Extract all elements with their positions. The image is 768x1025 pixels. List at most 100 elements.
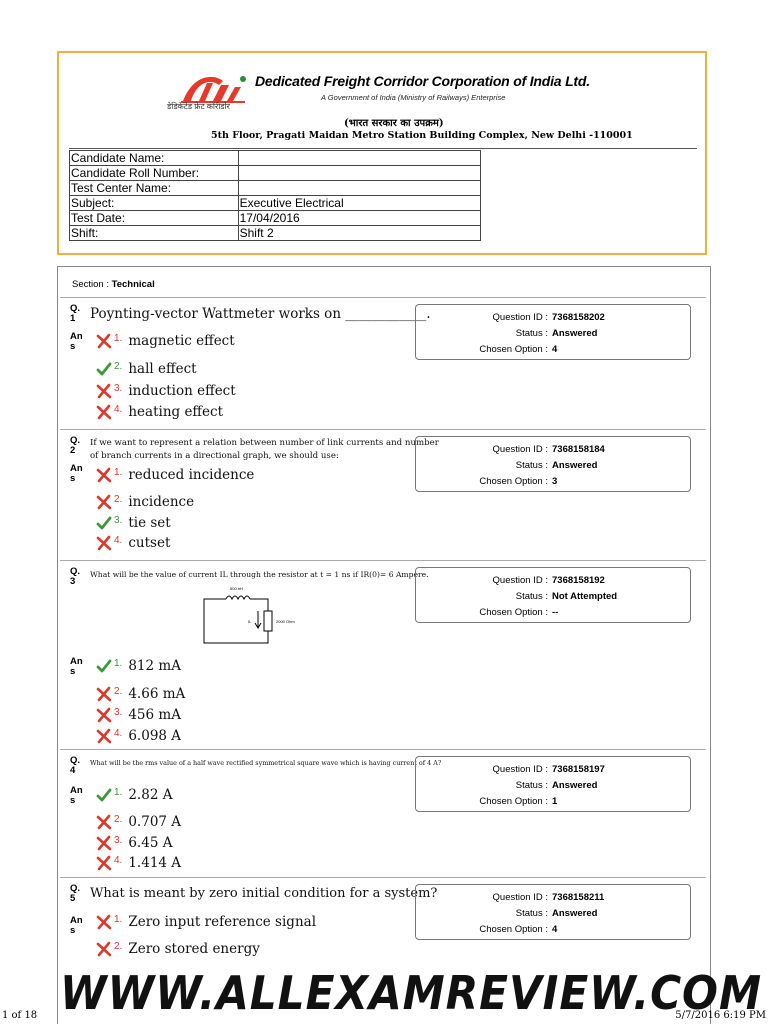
chosen-option-label: Chosen Option : xyxy=(479,344,548,355)
candidate-row: Test Date: 17/04/2016 xyxy=(69,210,482,226)
candidate-value: Shift 2 xyxy=(237,225,482,241)
status-value: Not Attempted xyxy=(552,591,618,602)
candidate-label: Test Date: xyxy=(69,210,239,226)
cross-icon xyxy=(96,535,112,551)
question-info-box: Question ID :7368158184 Status :Answered… xyxy=(415,436,691,492)
org-hindi-subtitle: (भारत सरकार का उपक्रम) xyxy=(344,118,444,129)
option-number: 2. xyxy=(114,940,123,952)
chosen-option-label: Chosen Option : xyxy=(479,607,548,618)
option-text: hall effect xyxy=(128,361,197,377)
question-text-line-1: If we want to represent a relation betwe… xyxy=(90,438,439,448)
cross-icon xyxy=(96,855,112,871)
option-text: 1.414 A xyxy=(128,855,182,871)
resistor-label: 2000 Ohm xyxy=(276,619,295,624)
candidate-row: Shift: Shift 2 xyxy=(69,225,482,241)
header-box: डेडिकेटेड फ्रेट कॉरीडोर Dedicated Freigh… xyxy=(57,51,707,255)
candidate-value: 17/04/2016 xyxy=(237,210,482,226)
status-value: Answered xyxy=(552,460,598,471)
watermark-text: WWW.ALLEXAMREVIEW.COM xyxy=(60,966,762,1020)
option-row: 4.cutset xyxy=(96,533,170,553)
status-label: Status : xyxy=(515,328,548,339)
option-row: 2.0.707 A xyxy=(96,812,181,832)
candidate-label: Candidate Roll Number: xyxy=(69,165,239,181)
check-icon xyxy=(96,658,112,674)
option-row: 1.magnetic effect xyxy=(96,331,235,351)
cross-icon xyxy=(96,383,112,399)
option-text: heating effect xyxy=(128,404,224,420)
option-row: 3.6.45 A xyxy=(96,833,172,853)
org-name: Dedicated Freight Corridor Corporation o… xyxy=(255,73,590,89)
question-id-value: 7368158192 xyxy=(552,575,605,586)
option-number: 4. xyxy=(114,727,123,739)
option-text: 6.098 A xyxy=(128,728,182,744)
option-number: 4. xyxy=(114,854,123,866)
answer-label: An s xyxy=(70,331,83,352)
option-row: 1.812 mA xyxy=(96,656,181,676)
org-hindi-logo-text: डेडिकेटेड फ्रेट कॉरीडोर xyxy=(167,102,230,111)
question-info-box: Question ID :7368158197 Status :Answered… xyxy=(415,756,691,812)
candidate-table: Candidate Name: Candidate Roll Number: T… xyxy=(69,150,482,241)
cross-icon xyxy=(96,686,112,702)
candidate-value xyxy=(237,180,482,196)
candidate-label: Test Center Name: xyxy=(69,180,239,196)
option-number: 1. xyxy=(114,913,123,925)
cross-icon xyxy=(96,941,112,957)
status-value: Answered xyxy=(552,780,598,791)
section-label: Section : xyxy=(72,279,112,290)
option-row: 2.Zero stored energy xyxy=(96,939,260,959)
section-name: Technical xyxy=(111,279,155,290)
answer-label: An s xyxy=(70,656,83,677)
option-row: 1. 2.82 A xyxy=(96,785,172,805)
option-number: 2. xyxy=(114,685,123,697)
option-text: Zero input reference signal xyxy=(128,914,317,930)
inductor-label: 500 nH xyxy=(230,586,243,591)
status-label: Status : xyxy=(515,591,548,602)
answer-label: An s xyxy=(70,785,83,806)
question-id-label: Question ID : xyxy=(492,312,548,323)
question-text-line-2: of branch currents in a directional grap… xyxy=(90,451,339,461)
chosen-option-value: 4 xyxy=(552,344,558,355)
option-row: 2.incidence xyxy=(96,492,194,512)
candidate-value: Executive Electrical xyxy=(237,195,482,211)
option-number: 1. xyxy=(114,466,123,478)
option-number: 3. xyxy=(114,514,123,526)
candidate-row: Candidate Name: xyxy=(69,150,482,166)
option-text: 4.66 mA xyxy=(128,686,186,702)
question-id-value: 7368158211 xyxy=(552,892,605,903)
check-icon xyxy=(96,361,112,377)
check-icon xyxy=(96,515,112,531)
candidate-label: Subject: xyxy=(69,195,239,211)
chosen-option-label: Chosen Option : xyxy=(479,924,548,935)
question-block-1: Q. 1 An s Poynting-vector Wattmeter work… xyxy=(60,297,706,429)
cross-icon xyxy=(96,835,112,851)
option-text: reduced incidence xyxy=(128,467,255,483)
chosen-option-value: 1 xyxy=(552,796,558,807)
print-date: 5/7/2016 6:19 PM xyxy=(675,1010,766,1021)
page-count: 1 of 18 xyxy=(2,1010,38,1021)
option-text: 2.82 A xyxy=(128,787,173,803)
candidate-row: Subject: Executive Electrical xyxy=(69,195,482,211)
check-icon xyxy=(96,787,112,803)
option-row: 3.induction effect xyxy=(96,381,236,401)
question-id-label: Question ID : xyxy=(492,764,548,775)
cross-icon xyxy=(96,728,112,744)
status-label: Status : xyxy=(515,460,548,471)
dfccil-logo-icon xyxy=(181,76,246,103)
option-text: incidence xyxy=(128,494,195,510)
option-number: 1. xyxy=(114,786,123,798)
option-row: 1. reduced incidence xyxy=(96,465,254,485)
org-address: 5th Floor, Pragati Maidan Metro Station … xyxy=(211,130,633,141)
option-number: 3. xyxy=(114,834,123,846)
status-value: Answered xyxy=(552,328,598,339)
option-number: 2. xyxy=(114,360,123,372)
cross-icon xyxy=(96,707,112,723)
option-row: 4. 1.414 A xyxy=(96,853,181,873)
candidate-label: Candidate Name: xyxy=(69,150,239,166)
org-subtitle: A Government of India (Ministry of Railw… xyxy=(321,93,506,102)
question-number: Q. 1 xyxy=(70,303,81,324)
cross-icon xyxy=(96,494,112,510)
cross-icon xyxy=(96,404,112,420)
question-text: Poynting-vector Wattmeter works on _____… xyxy=(90,306,431,322)
question-id-value: 7368158197 xyxy=(552,764,605,775)
question-id-label: Question ID : xyxy=(492,444,548,455)
